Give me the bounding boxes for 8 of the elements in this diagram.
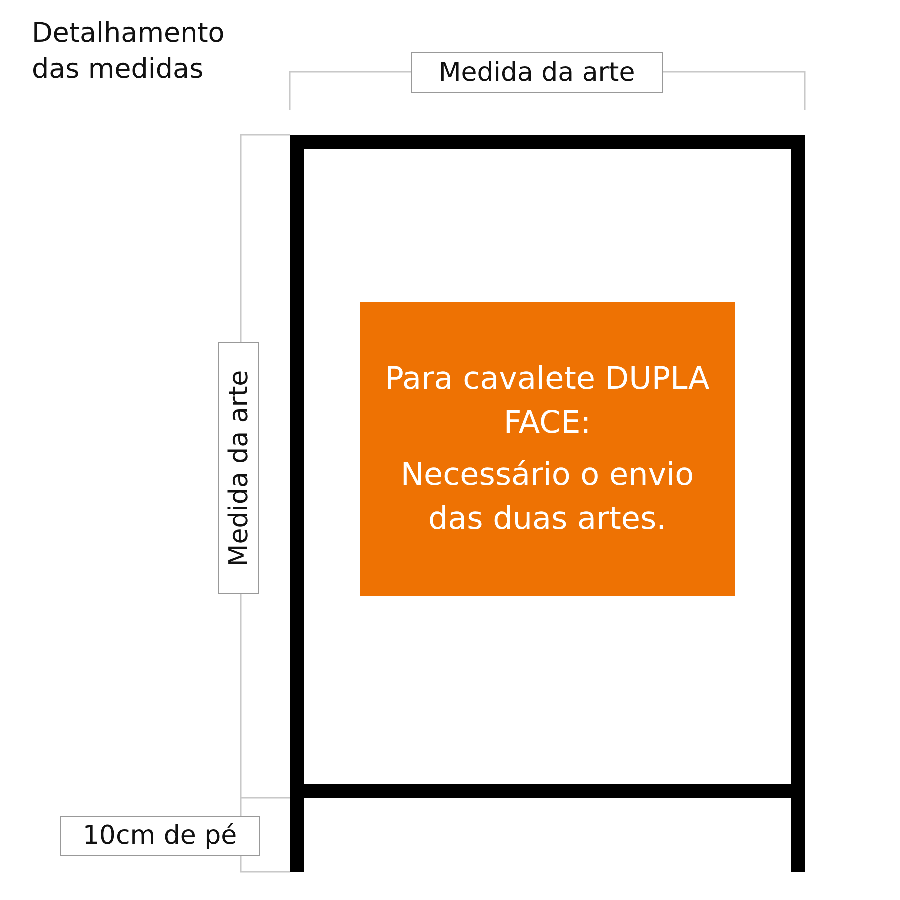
panel-heading: Para cavalete DUPLA FACE:	[384, 360, 711, 443]
sign-stand-frame	[290, 135, 805, 872]
dimension-label: 10cm de pé	[60, 816, 260, 856]
panel-text: Necessário o envio das duas artes.	[400, 456, 696, 539]
title: Detalhamento das medidas	[32, 17, 226, 87]
dimension-label: Medida da arte	[218, 342, 260, 594]
dimension-label: Medida da arte	[411, 52, 663, 93]
note-panel	[360, 302, 735, 596]
